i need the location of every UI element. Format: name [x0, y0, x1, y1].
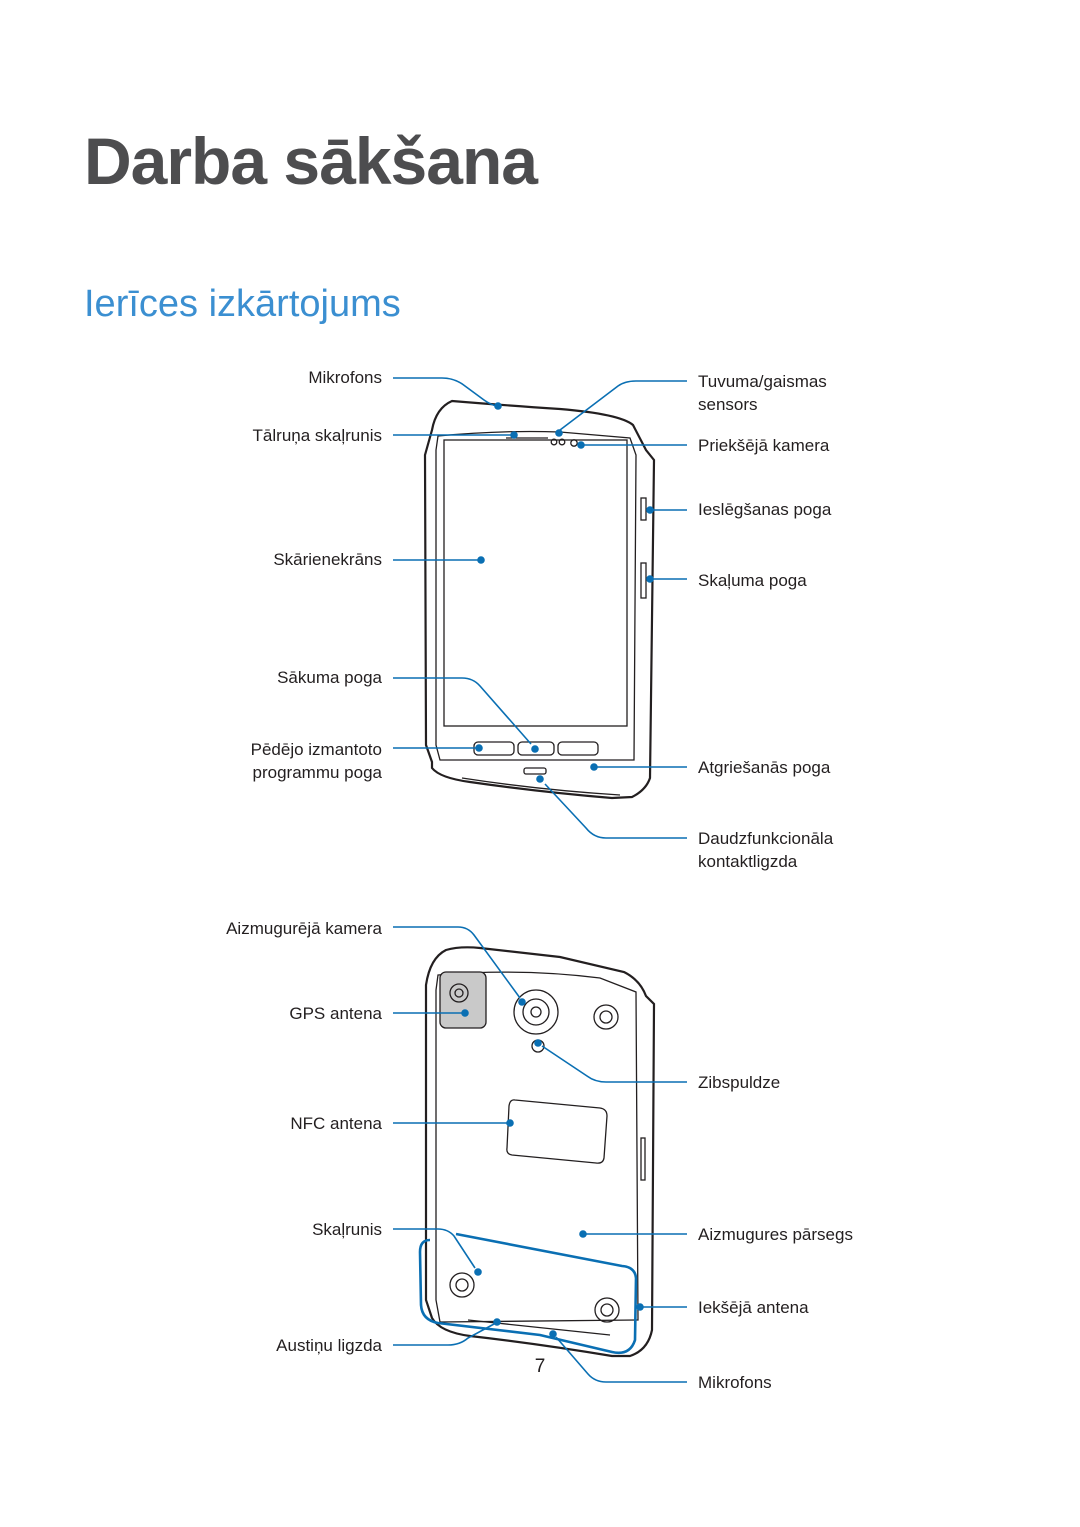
- label-internal-antenna: Iekšējā antena: [698, 1298, 809, 1317]
- section-title: Ierīces izkārtojums: [84, 283, 401, 325]
- front-power-key: [640, 497, 647, 521]
- label-front-microphone: Mikrofons: [308, 368, 382, 387]
- label-multipurpose-line1: Daudzfunkcionāla: [698, 829, 834, 848]
- label-front-camera: Priekšējā kamera: [698, 436, 830, 455]
- label-earpiece: Tālruņa skaļrunis: [252, 426, 382, 445]
- front-device-illustration: [423, 399, 656, 800]
- label-touchscreen: Skārienekrāns: [273, 550, 382, 569]
- label-multipurpose-jack: Daudzfunkcionāla kontaktligzda: [698, 827, 833, 873]
- label-rear-camera: Aizmugurējā kamera: [226, 919, 382, 938]
- front-volume-key: [640, 562, 647, 599]
- label-back-cover: Aizmugures pārsegs: [698, 1225, 853, 1244]
- label-headset-jack: Austiņu ligzda: [276, 1336, 382, 1355]
- front-screen: [443, 439, 628, 727]
- label-recent-apps-line1: Pēdējo izmantoto: [250, 740, 382, 759]
- label-proximity-sensor: Tuvuma/gaismas sensors: [698, 370, 827, 416]
- label-power-button: Ieslēgšanas poga: [698, 500, 832, 519]
- label-home-button: Sākuma poga: [277, 668, 382, 687]
- label-multipurpose-line2: kontaktligzda: [698, 852, 798, 871]
- back-camera-ring: [513, 989, 559, 1035]
- label-recent-apps: Pēdējo izmantoto programmu poga: [180, 738, 382, 784]
- front-home-key: [517, 741, 555, 756]
- label-back-microphone: Mikrofons: [698, 1373, 772, 1392]
- back-nfc-outline: [506, 1099, 608, 1164]
- label-proximity-line2: sensors: [698, 395, 758, 414]
- page-number: 7: [534, 1356, 546, 1377]
- label-proximity-line1: Tuvuma/gaismas: [698, 372, 827, 391]
- label-gps-antenna: GPS antena: [289, 1004, 382, 1023]
- label-flash: Zibspuldze: [698, 1073, 781, 1092]
- label-recent-apps-line2: programmu poga: [252, 763, 382, 782]
- chapter-title: Darba sākšana: [84, 124, 538, 198]
- label-back-button: Atgriešanās poga: [698, 758, 831, 777]
- label-volume-button: Skaļuma poga: [698, 571, 807, 590]
- front-back-key: [557, 741, 599, 756]
- back-device-illustration: [418, 946, 656, 1358]
- label-nfc-antenna: NFC antena: [290, 1114, 382, 1133]
- label-speaker: Skaļrunis: [312, 1220, 382, 1239]
